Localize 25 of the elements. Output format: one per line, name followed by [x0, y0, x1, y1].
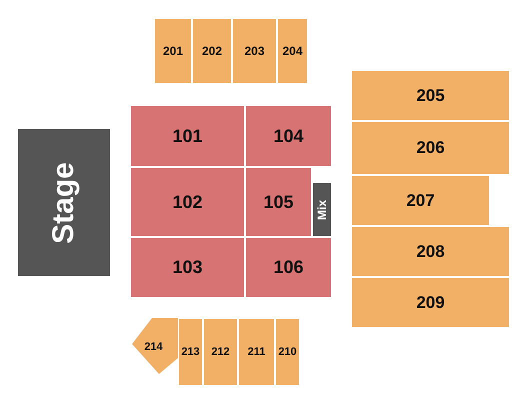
seat-section: 104: [245, 105, 332, 167]
seat-section: 202: [192, 18, 232, 84]
seat-section: 205: [351, 70, 510, 121]
seat-section: 102: [130, 167, 245, 237]
mix-label: Mix: [315, 200, 329, 220]
seat-section: 209: [351, 277, 510, 328]
seat-section: 103: [130, 237, 245, 298]
seat-section: 210: [275, 318, 300, 386]
section-number: 214: [144, 340, 163, 352]
seat-section: 208: [351, 226, 510, 277]
seat-section: 213: [178, 318, 203, 386]
seat-section: [132, 318, 179, 375]
seat-section: 203: [232, 18, 277, 84]
stage-block: [17, 128, 111, 277]
seat-section: 211: [238, 318, 275, 386]
seat-section: 105: [245, 167, 312, 237]
stage-label: Stage: [47, 162, 81, 244]
seat-section: 201: [154, 18, 192, 84]
seat-section: 212: [203, 318, 238, 386]
mix-position-block: [312, 182, 332, 237]
seat-section: 204: [277, 18, 308, 84]
seat-section: 207: [351, 175, 490, 226]
seat-section: 101: [130, 105, 245, 167]
seat-section: 206: [351, 121, 510, 175]
seat-section: 106: [245, 237, 332, 298]
